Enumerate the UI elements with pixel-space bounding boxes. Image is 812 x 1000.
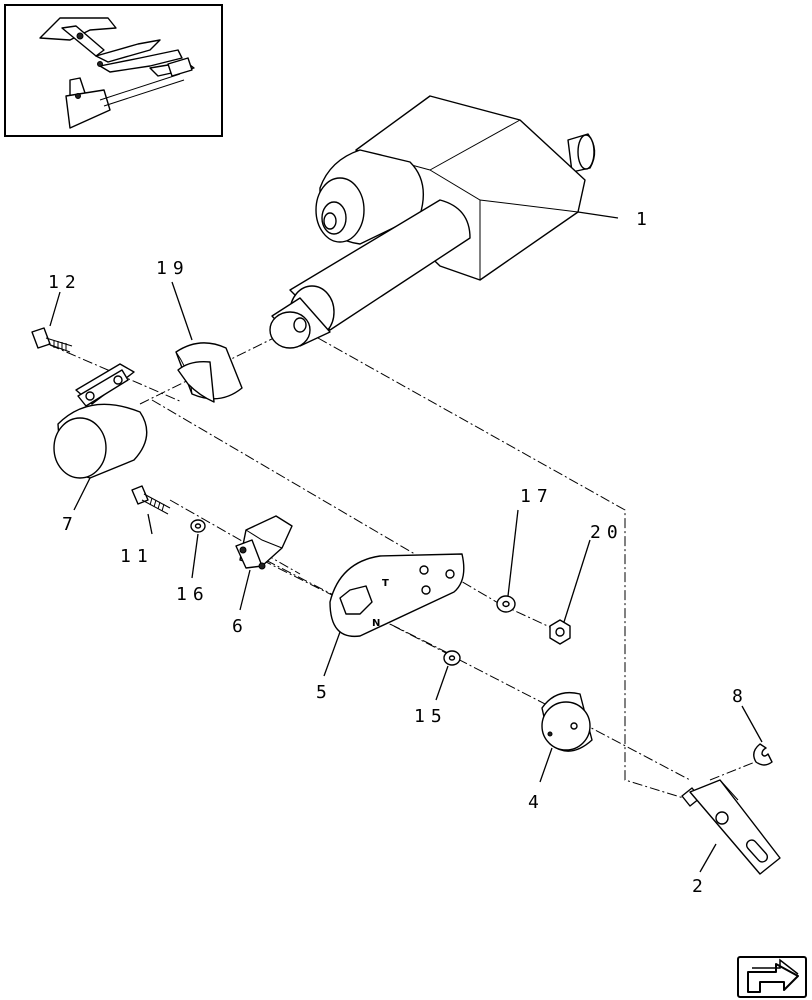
- part-5-bracket[interactable]: T N: [329, 553, 465, 638]
- label-1: 1: [636, 209, 653, 230]
- part-8-snap-ring[interactable]: [753, 743, 773, 766]
- label-8: 8: [732, 686, 749, 707]
- label-12: 12: [48, 272, 82, 293]
- label-4: 4: [528, 792, 545, 813]
- label-6: 6: [232, 616, 249, 637]
- part-12-bolt[interactable]: [31, 327, 73, 353]
- label-17: 17: [520, 486, 554, 507]
- label-7: 7: [62, 514, 79, 535]
- part-4-cam[interactable]: [541, 691, 593, 752]
- label-5: 5: [316, 682, 333, 703]
- bracket-mark-n: N: [372, 618, 380, 629]
- bracket-mark-t: T: [382, 578, 389, 589]
- next-page-arrow-icon: [747, 958, 799, 993]
- part-2-clevis[interactable]: [681, 779, 781, 875]
- leader-lines: [49, 211, 763, 873]
- part-6-switch[interactable]: [235, 515, 293, 570]
- label-20: 20: [590, 522, 624, 543]
- callout-labels: 1 2 4 5 6 7 8 11 12 15 16 17 19 20: [48, 209, 749, 897]
- part-17-washer[interactable]: [496, 595, 516, 613]
- label-15: 15: [414, 706, 448, 727]
- label-19: 19: [156, 258, 190, 279]
- next-page-button[interactable]: [737, 956, 807, 998]
- thumbnail-inset[interactable]: [4, 4, 223, 137]
- label-11: 11: [120, 546, 154, 567]
- part-20-nut[interactable]: [549, 619, 571, 645]
- part-7-clamp[interactable]: [53, 363, 148, 479]
- part-1-linear-actuator[interactable]: [269, 95, 596, 349]
- label-2: 2: [692, 876, 709, 897]
- part-11-bolt[interactable]: [131, 485, 171, 515]
- part-15-washer[interactable]: [443, 650, 461, 666]
- thumbnail-assembly-icon: [39, 17, 195, 129]
- part-19-bushing[interactable]: [175, 342, 243, 403]
- part-16-washer[interactable]: [190, 519, 206, 533]
- label-16: 16: [176, 584, 210, 605]
